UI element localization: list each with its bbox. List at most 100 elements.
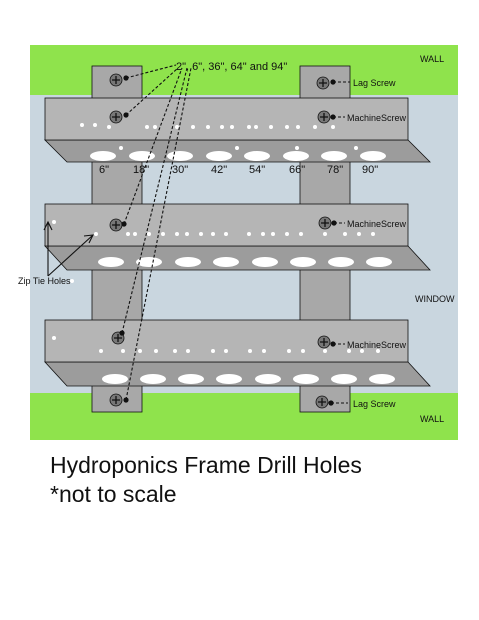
tray-hole <box>167 151 193 161</box>
drill-hole <box>360 349 364 353</box>
drill-hole <box>357 232 361 236</box>
arrow-icon <box>47 234 94 277</box>
drill-hole <box>133 232 137 236</box>
drill-hole <box>93 123 97 127</box>
drill-hole <box>301 349 305 353</box>
zip-tie-holes-label: Zip Tie Holes <box>18 276 71 286</box>
screw-icon <box>109 73 123 87</box>
drill-hole <box>230 125 234 129</box>
callout-lines <box>121 64 350 404</box>
drill-hole <box>52 336 56 340</box>
tray-hole <box>255 374 281 384</box>
measurement-labels: 6" 18" 30" 42" 54" 66" 78" 90" <box>99 164 378 176</box>
drill-hole <box>107 125 111 129</box>
drill-hole <box>52 220 56 224</box>
drill-hole <box>295 146 299 150</box>
drill-hole <box>161 232 165 236</box>
drill-hole <box>331 125 335 129</box>
shelf-1-front <box>44 97 409 141</box>
measurement-label: 54" <box>249 164 265 176</box>
tray-hole <box>136 257 162 267</box>
machine-screw-2-label: MachineScrew <box>347 219 407 229</box>
tray-hole <box>369 374 395 384</box>
drill-hole <box>269 125 273 129</box>
measurement-label: 30" <box>172 164 188 176</box>
drill-hole <box>247 125 251 129</box>
drill-hole <box>94 232 98 236</box>
drill-hole <box>287 349 291 353</box>
drill-hole <box>323 349 327 353</box>
tray-hole <box>290 257 316 267</box>
tray-hole <box>178 374 204 384</box>
screw-icon <box>315 395 329 409</box>
tray-hole <box>366 257 392 267</box>
drill-hole <box>138 349 142 353</box>
wall-top-label: WALL <box>420 54 444 64</box>
wall-bottom-label: WALL <box>420 414 444 424</box>
tray-holes <box>90 151 395 384</box>
drill-positions-label: 2", 6", 36", 64" and 94" <box>176 61 287 73</box>
measurement-label: 66" <box>289 164 305 176</box>
drill-hole <box>121 349 125 353</box>
drill-hole <box>153 125 157 129</box>
drill-hole <box>354 146 358 150</box>
zip-tie-hole-marker <box>70 279 74 283</box>
drill-hole <box>285 125 289 129</box>
tray-hole <box>252 257 278 267</box>
drill-hole <box>173 349 177 353</box>
drill-hole <box>206 125 210 129</box>
tray-hole <box>360 151 386 161</box>
tray-hole <box>175 257 201 267</box>
window-label: WINDOW <box>415 294 455 304</box>
drill-hole <box>185 232 189 236</box>
tray-hole <box>244 151 270 161</box>
screw-icon <box>317 335 331 349</box>
drill-hole <box>224 232 228 236</box>
drill-holes <box>52 123 380 353</box>
zip-tie-arrows <box>43 220 94 277</box>
measurement-label: 42" <box>211 164 227 176</box>
drill-hole <box>220 125 224 129</box>
drill-hole <box>224 349 228 353</box>
drill-hole <box>211 232 215 236</box>
drill-hole <box>145 125 149 129</box>
drill-hole <box>175 125 179 129</box>
caption-note: *not to scale <box>50 481 177 507</box>
lag-screw-top-label: Lag Screw <box>353 78 396 88</box>
tray-hole <box>213 257 239 267</box>
drill-hole <box>126 232 130 236</box>
screw-icon <box>316 76 330 90</box>
lag-screw-bottom-label: Lag Screw <box>353 399 396 409</box>
tray-hole <box>90 151 116 161</box>
drill-hole <box>285 232 289 236</box>
drill-hole <box>296 125 300 129</box>
tray-hole <box>102 374 128 384</box>
measurement-label: 6" <box>99 164 109 176</box>
machine-screw-1-label: MachineScrew <box>347 113 407 123</box>
drill-hole <box>323 232 327 236</box>
drill-hole <box>154 349 158 353</box>
drill-hole <box>186 349 190 353</box>
drill-hole <box>80 123 84 127</box>
tray-hole <box>283 151 309 161</box>
tray-hole <box>129 151 155 161</box>
drill-hole <box>191 125 195 129</box>
drill-hole <box>313 125 317 129</box>
tray-hole <box>140 374 166 384</box>
drill-hole <box>235 146 239 150</box>
drill-hole <box>175 232 179 236</box>
measurement-label: 78" <box>327 164 343 176</box>
drill-hole <box>262 349 266 353</box>
tray-hole <box>328 257 354 267</box>
drill-hole <box>347 349 351 353</box>
shelf-2-front <box>44 203 409 247</box>
tray-hole <box>293 374 319 384</box>
drill-hole <box>119 146 123 150</box>
tray-hole <box>216 374 242 384</box>
drill-hole <box>254 125 258 129</box>
screw-icon <box>109 393 123 407</box>
drill-hole <box>376 349 380 353</box>
machine-screw-3-label: MachineScrew <box>347 340 407 350</box>
screw-icon <box>109 218 123 232</box>
screw-icon <box>109 110 123 124</box>
